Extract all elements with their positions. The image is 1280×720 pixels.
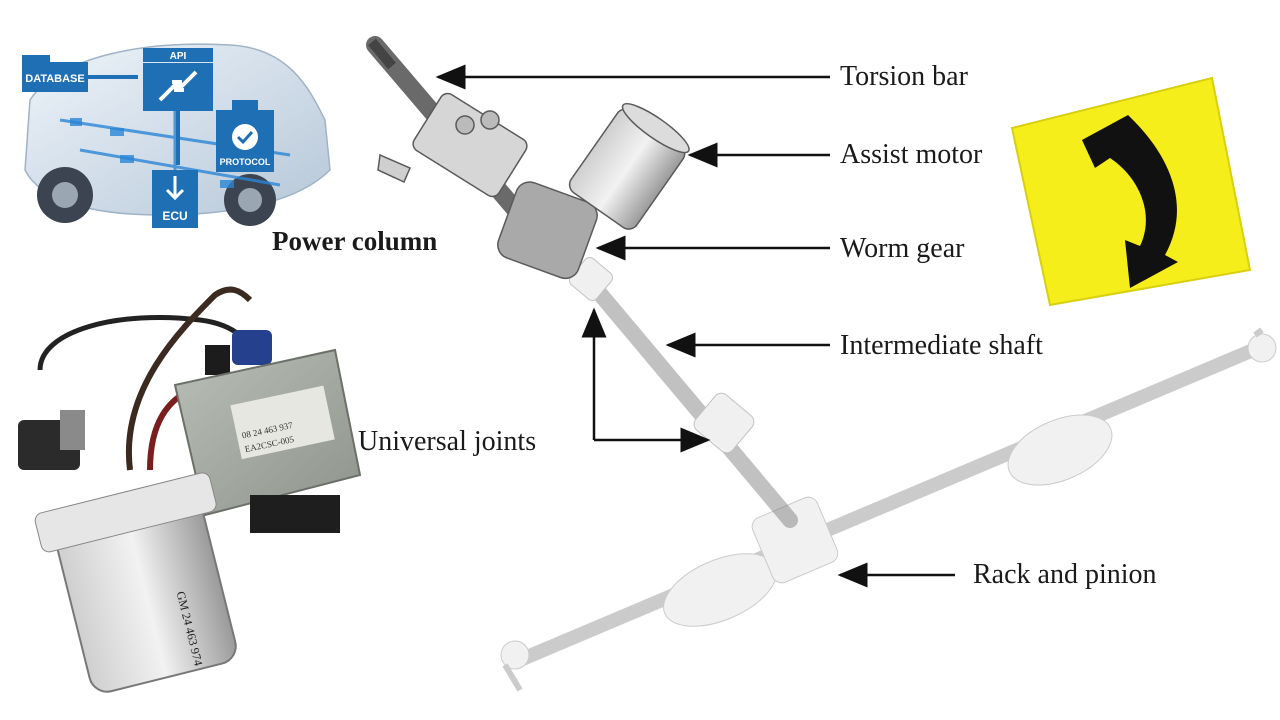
protocol-check-icon <box>236 130 254 145</box>
label-worm-gear: Worm gear <box>840 233 965 264</box>
intermediate-shaft-drawing <box>569 257 798 528</box>
ecu-chip-label: ECU <box>162 209 187 223</box>
protocol-chip-label: PROTOCOL <box>220 157 271 167</box>
ecu-download-icon <box>165 176 185 201</box>
rack-and-pinion-drawing <box>500 327 1277 692</box>
label-intermediate-shaft: Intermediate shaft <box>840 330 1043 361</box>
curve-warning-sign <box>1010 76 1252 307</box>
connected-car-inset: DATABASE API PROTOCOL ECU <box>22 43 331 228</box>
eps-motor-ecu-photo: 08 24 463 937 EA2CSC-005 GM 24 463 974 <box>18 286 362 693</box>
label-assist-motor: Assist motor <box>840 139 983 170</box>
callout-arrows <box>435 64 955 588</box>
label-torsion-bar: Torsion bar <box>840 61 968 92</box>
label-universal-joints: Universal joints <box>358 426 537 457</box>
curve-right-warning-icon <box>1082 115 1178 288</box>
api-chip-label: API <box>170 51 187 62</box>
power-column-drawing <box>366 36 690 280</box>
database-chip-label: DATABASE <box>25 73 84 85</box>
label-rack-and-pinion: Rack and pinion <box>973 559 1157 590</box>
api-exchange-icon <box>158 70 198 102</box>
label-power-column: Power column <box>272 226 438 256</box>
